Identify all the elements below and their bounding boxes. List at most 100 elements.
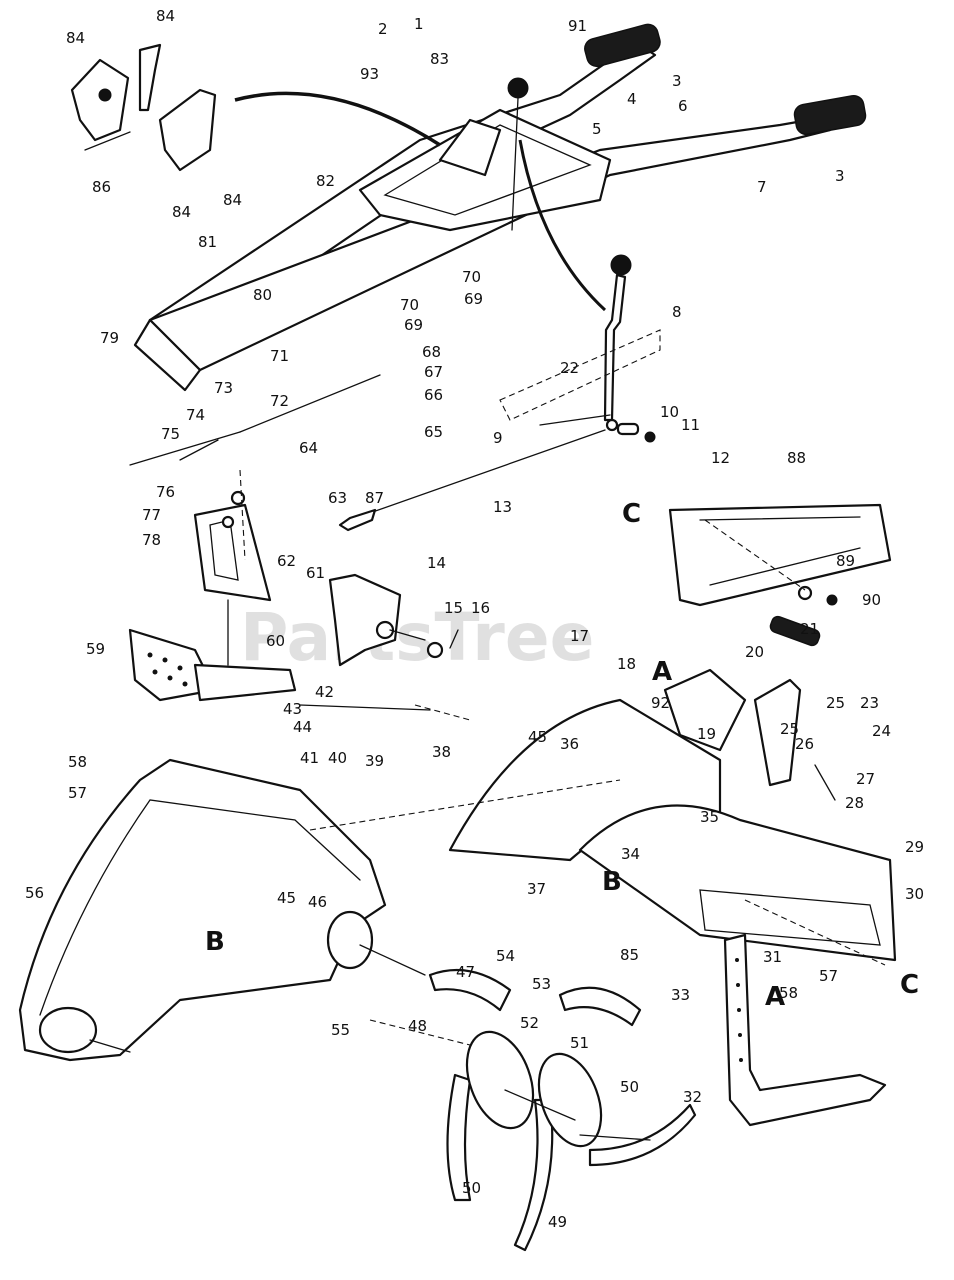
handle-assembly	[133, 23, 867, 392]
section-letter-a: A	[652, 657, 672, 687]
callout: 35	[700, 808, 719, 826]
guide-4	[369, 1019, 471, 1046]
callout: 43	[283, 700, 302, 718]
shift-bracket	[438, 118, 502, 177]
right-grip	[793, 94, 867, 136]
lever-mount-dashed	[499, 329, 661, 421]
guide-3	[309, 779, 621, 831]
nut-12	[644, 431, 656, 443]
callout: 87	[365, 489, 384, 507]
control-cables	[129, 374, 606, 532]
guide-5	[704, 519, 806, 591]
callout: 39	[365, 752, 384, 770]
chain-case-rib	[39, 799, 361, 1016]
axle-stub	[359, 944, 426, 976]
callout: 73	[214, 379, 233, 397]
callout: 45	[528, 728, 547, 746]
callout: 50	[620, 1078, 639, 1096]
callout: 75	[161, 425, 180, 443]
callout: 48	[408, 1017, 427, 1035]
callout: 58	[779, 984, 798, 1002]
mount-arm	[193, 663, 297, 702]
idler-arm	[328, 573, 459, 667]
callout: 23	[860, 694, 879, 712]
callout: 66	[424, 386, 443, 404]
shield-teeth	[699, 889, 881, 946]
chain-case-56	[18, 758, 387, 1062]
tine-hub-right	[537, 1052, 603, 1148]
callout: 57	[819, 967, 838, 985]
rod-39	[299, 704, 431, 711]
callout: 3	[672, 72, 682, 90]
bolt-50	[579, 1134, 651, 1141]
callout: 1	[414, 15, 424, 33]
shift-knob	[507, 77, 529, 99]
shield-30	[578, 804, 897, 962]
callout: 4	[627, 90, 637, 108]
callout: 20	[745, 643, 764, 661]
spring-74	[179, 439, 219, 461]
inset-pin	[84, 131, 131, 151]
guide-6	[744, 899, 886, 966]
callout: 29	[905, 838, 924, 856]
plate-pivot	[98, 88, 112, 102]
callout: 54	[496, 947, 515, 965]
upper-bearing	[326, 910, 374, 970]
tine-53	[558, 986, 642, 1027]
shift-lever-assembly	[499, 254, 661, 443]
callout: 65	[424, 423, 443, 441]
side-plate-slot-2	[709, 547, 861, 586]
callout: 89	[836, 552, 855, 570]
callout: 21	[800, 620, 819, 638]
callout: 2	[378, 20, 388, 38]
callout: 51	[570, 1034, 589, 1052]
spring-10	[616, 422, 640, 436]
depth-bar	[723, 933, 887, 1127]
section-letter-c: C	[622, 499, 641, 529]
section-letter-a: A	[765, 982, 785, 1012]
arrow-to-lever	[518, 139, 607, 312]
shift-plate-inset	[70, 43, 217, 172]
callout: 78	[142, 531, 161, 549]
callout: 46	[308, 893, 327, 911]
shift-gate-plate	[158, 88, 217, 172]
callout: 79	[100, 329, 119, 347]
callout: 30	[905, 885, 924, 903]
callout: 55	[331, 1021, 350, 1039]
tine-assembly	[428, 968, 697, 1252]
callout: 40	[328, 749, 347, 767]
section-letter-b: B	[602, 867, 622, 897]
callout: 56	[25, 884, 44, 902]
callout: 74	[186, 406, 205, 424]
arm-14	[328, 573, 402, 667]
tine-right	[588, 1103, 697, 1167]
handle-front-block	[133, 318, 202, 392]
nut-90	[826, 594, 838, 606]
callout: 86	[92, 178, 111, 196]
callout: 70	[462, 268, 481, 286]
callout: 28	[845, 794, 864, 812]
callout: 41	[300, 749, 319, 767]
side-plate-88	[668, 503, 892, 607]
callout: 58	[68, 753, 87, 771]
washer-77	[221, 515, 235, 529]
cable-64	[239, 374, 381, 433]
left-grip	[584, 23, 661, 68]
callout: 91	[568, 17, 587, 35]
output-shaft	[89, 1039, 131, 1053]
callout: 85	[620, 946, 639, 964]
callout: 7	[757, 178, 767, 196]
callout: 27	[856, 770, 875, 788]
tine-49	[513, 1098, 554, 1252]
callout: 62	[277, 552, 296, 570]
callout: 90	[862, 591, 881, 609]
callout: 57	[68, 784, 87, 802]
callout: 37	[527, 880, 546, 898]
handle-21	[769, 615, 821, 647]
callout: 70	[400, 296, 419, 314]
tine-shield	[448, 615, 897, 962]
spring-anchor	[605, 418, 619, 432]
callout: 92	[651, 694, 670, 712]
lower-bearing	[38, 1006, 98, 1054]
callout: 88	[787, 449, 806, 467]
